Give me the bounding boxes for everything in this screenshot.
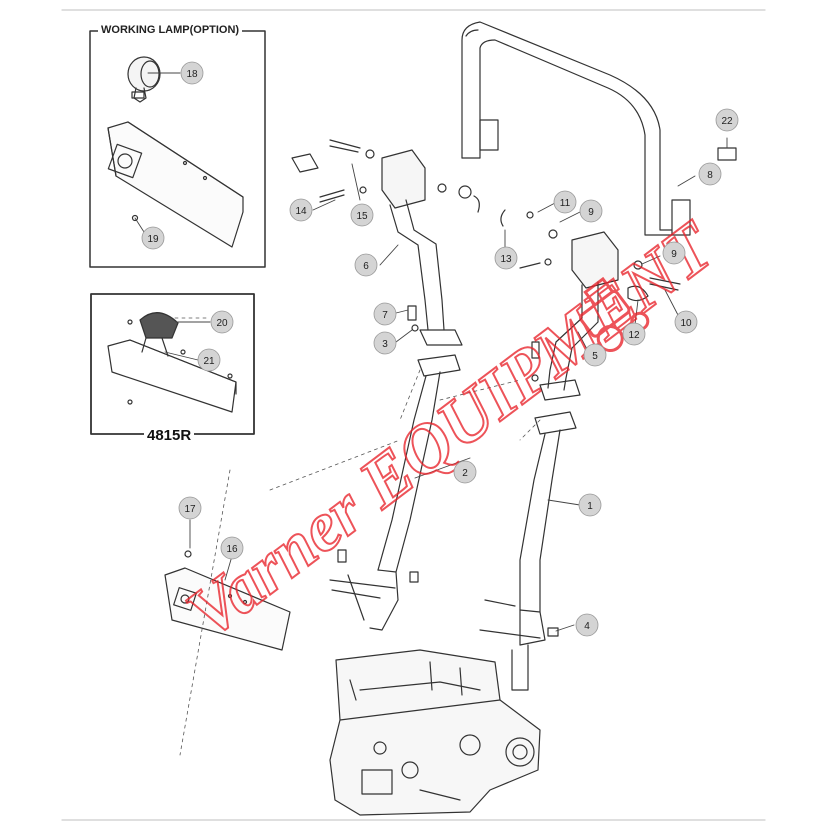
callout-number: 9: [588, 207, 594, 218]
callout-bubble: [553, 190, 577, 214]
reference-lines: [174, 317, 541, 756]
lower-post-left: [329, 354, 461, 631]
callout-number: 2: [462, 468, 468, 479]
upper-post-left: [381, 149, 463, 346]
work-lamp: [127, 56, 161, 103]
callout-bubble: [662, 241, 686, 265]
callout-number: 17: [184, 504, 196, 515]
hardware: [184, 139, 681, 637]
transmission-housing: [329, 649, 541, 816]
decal: [717, 147, 737, 161]
callout-number: 3: [382, 339, 388, 350]
callout-bubble: [197, 348, 221, 372]
callout-number: 10: [680, 318, 692, 329]
lower-post-right: [479, 411, 577, 691]
callout-number: 15: [356, 211, 368, 222]
callout-number: 11: [560, 198, 571, 209]
callout-number: 19: [147, 234, 159, 245]
callout-number: 20: [216, 318, 228, 329]
callout-number: 7: [382, 310, 388, 321]
callout-number: 13: [500, 254, 512, 265]
callout-number: 4: [584, 621, 590, 632]
model-label: 4815R: [144, 427, 195, 444]
callout-number: 9: [671, 249, 677, 260]
callout-number: 14: [295, 206, 307, 217]
callout-bubble: [220, 536, 244, 560]
callout-bubble: [575, 613, 599, 637]
callout-bubble: [622, 322, 646, 346]
watermark: Varner EQUIPMENT: [172, 206, 731, 654]
callout-number: 8: [707, 170, 713, 181]
callout-bubble: [453, 460, 477, 484]
lamp-mount-plate: [107, 121, 244, 248]
watermark-text: Varner EQUIPMENT: [173, 207, 730, 653]
callout-bubble: [178, 496, 202, 520]
callout-bubble: [579, 199, 603, 223]
callout-number: 5: [592, 351, 598, 362]
callout-bubble: [373, 302, 397, 326]
leader-lines: [134, 72, 728, 632]
callout-bubble: [373, 331, 397, 355]
cover-plate: [164, 567, 291, 651]
callout-number: 1: [587, 501, 593, 512]
callout-bubble: [180, 61, 204, 85]
rops-upper-hoop: [461, 21, 691, 236]
callout-bubble: [354, 253, 378, 277]
callout-number: 6: [363, 261, 369, 272]
callout-number: 22: [721, 116, 733, 127]
callout-bubble: [715, 108, 739, 132]
callout-number: 16: [226, 544, 238, 555]
callout-bubble: [698, 162, 722, 186]
callout-bubble: [578, 493, 602, 517]
callout-number: 21: [203, 356, 215, 367]
callout-number: 18: [186, 69, 198, 80]
callout-bubble: [583, 343, 607, 367]
callout-bubble: [289, 198, 313, 222]
callout-bubble: [494, 246, 518, 270]
led-lamp: [139, 312, 179, 357]
working-lamp-title: WORKING LAMP(OPTION): [98, 24, 243, 36]
upper-post-right: [539, 231, 619, 401]
callout-bubble: [141, 226, 165, 250]
callout-bubble: [210, 310, 234, 334]
callout-bubble: [350, 203, 374, 227]
callout-bubble: [674, 310, 698, 334]
led-mount-plate: [107, 319, 237, 413]
callout-number: 12: [628, 330, 640, 341]
